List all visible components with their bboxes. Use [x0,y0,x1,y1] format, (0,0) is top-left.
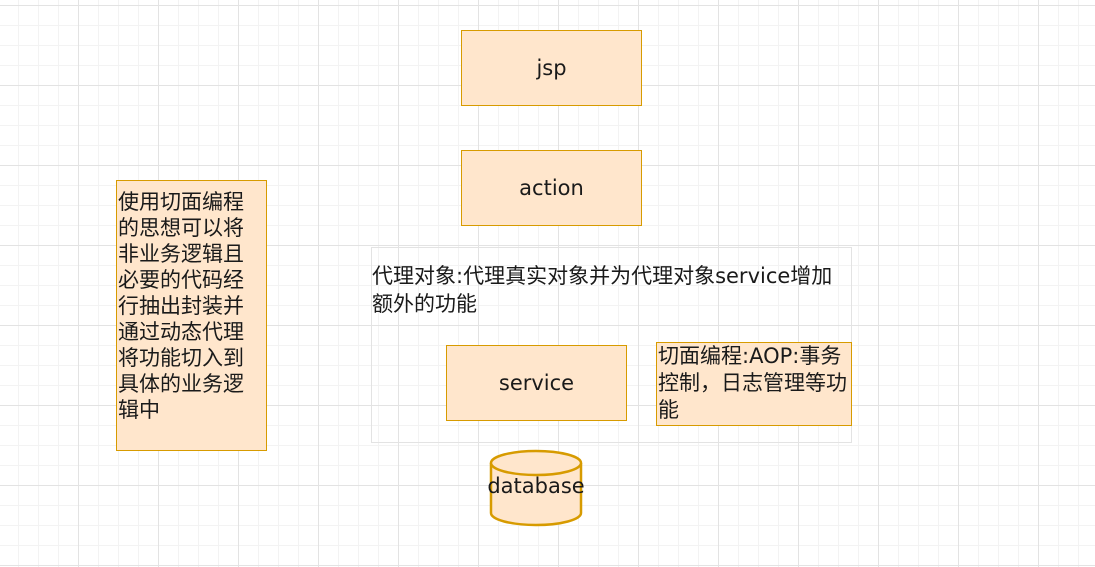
aop-usage-text: 切面编程:AOP:事务控制，日志管理等功能 [658,344,847,422]
aop-usage-note[interactable]: 切面编程:AOP:事务控制，日志管理等功能 [656,342,852,426]
database-cylinder[interactable] [489,449,583,527]
database-label: database [487,474,585,498]
database-top [489,449,583,477]
proxy-description: 代理对象:代理真实对象并为代理对象service增加额外的功能 [372,264,833,316]
aop-description-note[interactable]: 使用切面编程的思想可以将非业务逻辑且必要的代码经行抽出封装并通过动态代理将功能切… [116,180,267,451]
action-label: action [519,176,584,200]
service-label: service [498,371,575,395]
database-body [489,463,583,527]
aop-description-text: 使用切面编程的思想可以将非业务逻辑且必要的代码经行抽出封装并通过动态代理将功能切… [118,190,244,422]
action-node[interactable]: action [461,150,642,226]
service-node[interactable]: service [446,345,627,421]
jsp-node[interactable]: jsp [461,30,642,106]
jsp-label: jsp [536,56,567,80]
